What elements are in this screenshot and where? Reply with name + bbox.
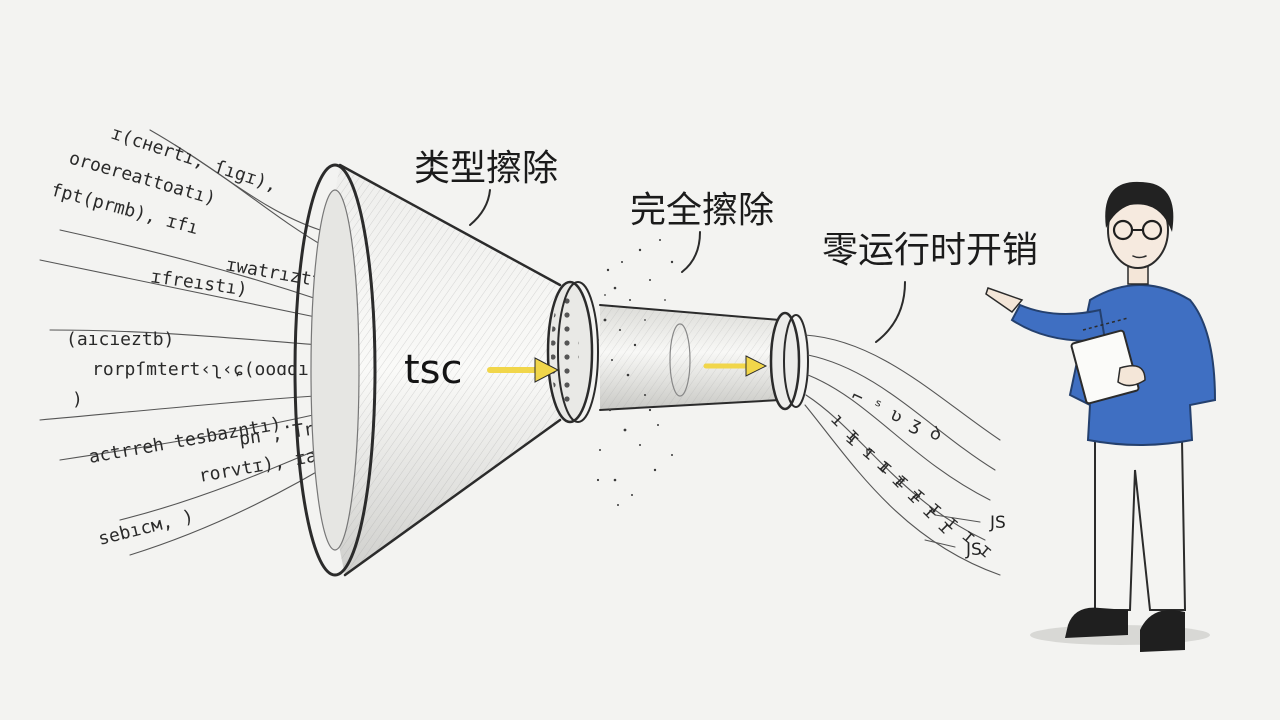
type-erasure-label: 类型擦除 (414, 148, 558, 189)
zero-runtime-overhead-label: 零运行时开销 (822, 230, 1038, 271)
code-line: ) (72, 389, 83, 410)
code-line: sebıcм, ) (96, 506, 196, 550)
tsc-funnel (293, 163, 599, 577)
compiler-label: tsc (404, 347, 463, 393)
flow-arrow-2 (703, 355, 768, 377)
flow-arrow-1 (487, 357, 560, 383)
output-js-streams: ⌐ ˢ ʋ ʒ ꝺ ı ɪ ‹ ı ɪ ɪ ɪ ɪ ɪ ɪ ɪ ɪ ɪ ɪ ɪ … (804, 334, 1001, 576)
output-tube (599, 304, 809, 411)
input-code-snippets: ɪ(cнertı, ſıgɪ), oroereattoatı) fpt(prmb… (49, 123, 351, 550)
output-js-label-1: JS (989, 513, 1006, 533)
erased-type-particles (596, 239, 674, 506)
output-js-label-2: JS (965, 540, 982, 560)
code-line: rorpſmtert‹ʅ‹ɕ(ooɑdı) (92, 359, 320, 380)
full-erasure-label: 完全擦除 (630, 190, 774, 231)
developer-figure (985, 181, 1217, 652)
code-line: (aıcıeztb) (66, 329, 174, 350)
